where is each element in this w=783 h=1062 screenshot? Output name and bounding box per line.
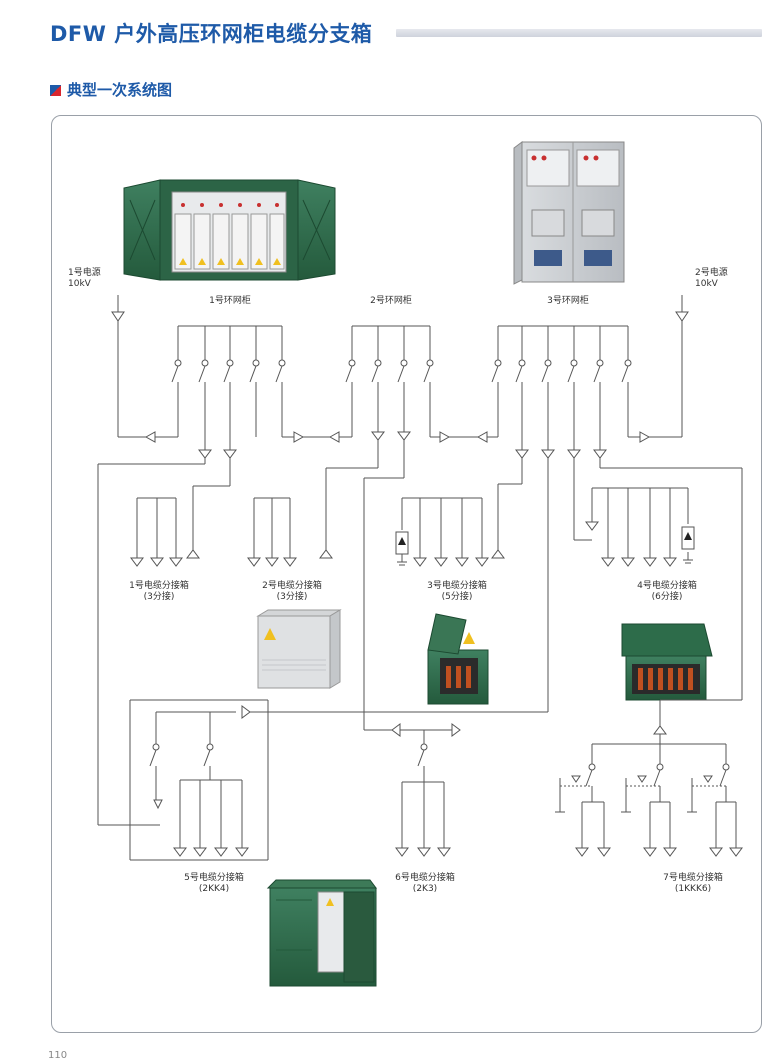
section-title: 典型一次系统图 xyxy=(67,81,173,99)
branch-box-1-label: 1号电缆分接箱(3分接) xyxy=(129,581,189,602)
branch-box-4-label: 4号电缆分接箱(6分接) xyxy=(637,581,697,602)
branch-box-2-label: 2号电缆分接箱(3分接) xyxy=(262,581,322,602)
cable-terminals xyxy=(111,311,743,857)
surge-arresters xyxy=(395,526,697,813)
section-heading: 典型一次系统图 xyxy=(50,79,172,100)
branch-box-3-photo xyxy=(427,613,489,705)
branch-box-2-photo xyxy=(256,609,342,689)
branch-box-7-label: 7号电缆分接箱(1KKK6) xyxy=(663,873,723,894)
branch-box-5-photo xyxy=(266,879,377,987)
ring-cabinet-1-photo xyxy=(123,179,336,281)
diagram-frame xyxy=(51,115,762,1033)
page-number: 110 xyxy=(48,1050,68,1061)
branch-box-5-label: 5号电缆分接箱(2KK4) xyxy=(184,873,244,894)
wiring xyxy=(97,295,743,861)
ring-cabinet-3-label: 3号环网柜 xyxy=(547,296,589,306)
title-rule xyxy=(396,29,762,37)
branch-box-6-label: 6号电缆分接箱(2K3) xyxy=(395,873,455,894)
ring-cabinet-3-photo xyxy=(513,141,625,285)
switch-contacts xyxy=(152,359,730,771)
branch-box-4-photo xyxy=(621,623,713,701)
branch-box-3-label: 3号电缆分接箱(5分接) xyxy=(427,581,487,602)
ring-cabinet-1-label: 1号环网柜 xyxy=(209,296,251,306)
section-marker-icon xyxy=(50,85,61,96)
ring-cabinet-2-label: 2号环网柜 xyxy=(370,296,412,306)
page-title: DFW 户外高压环网柜电缆分支箱 xyxy=(50,22,373,46)
